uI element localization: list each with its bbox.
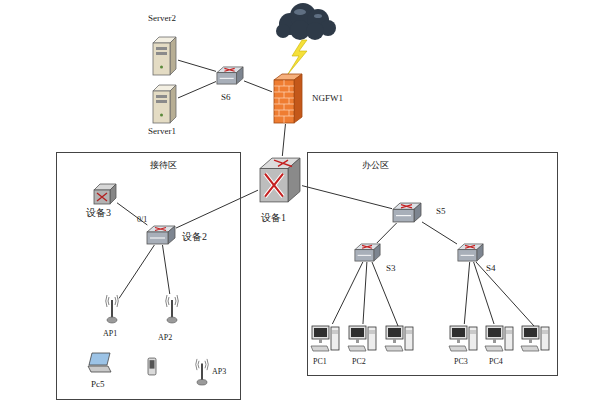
device-icon [216, 66, 244, 85]
pc-icon [521, 326, 549, 351]
device-icon [272, 72, 304, 124]
device-node: S3 [354, 243, 381, 262]
device-label: S6 [221, 93, 231, 102]
device-icon-use [260, 158, 300, 202]
network-link [244, 81, 272, 92]
pc-icon [385, 326, 413, 351]
network-link [178, 60, 216, 71]
device-label: S5 [436, 207, 446, 216]
network-link [377, 223, 397, 243]
device-icon-use [274, 74, 302, 123]
device-label: Pc5 [91, 380, 105, 389]
device-icon [150, 84, 178, 124]
device-icon-use [153, 37, 176, 75]
device-icon [150, 36, 178, 76]
device-icon [354, 243, 381, 262]
device-icon [105, 294, 119, 324]
zone-box: 办公区S5S3S4PC1PC2PC3PC4 [307, 152, 558, 376]
network-link [176, 190, 258, 228]
device-icon [86, 352, 112, 374]
device-node: S6 [216, 66, 244, 85]
device-label: NGFW1 [312, 94, 343, 103]
device-icon-use [449, 326, 477, 351]
lightning-bolt [288, 40, 307, 74]
device-icon-use [153, 85, 176, 123]
zone-title: 接待区 [150, 161, 177, 170]
device-node: S5 [392, 202, 422, 223]
device-icon-use [94, 184, 116, 204]
device-icon-use [355, 244, 380, 261]
network-link [119, 245, 154, 298]
device-icon-use [147, 226, 175, 244]
pc-wire [476, 262, 534, 326]
device-label: PC2 [352, 358, 366, 366]
device-label: S4 [486, 264, 496, 273]
device-icon [448, 324, 478, 354]
internet-cloud [276, 3, 336, 40]
device-icon-use [311, 326, 339, 351]
device-label: 设备2 [182, 232, 207, 242]
device-node: AP1 [105, 294, 119, 324]
zone-title: 办公区 [362, 161, 389, 170]
network-link [363, 262, 367, 324]
device-label: AP1 [103, 330, 117, 338]
device-icon [484, 324, 514, 354]
device-node: 设备2 [146, 225, 176, 245]
device-node: AP2 [165, 294, 179, 324]
device-node: PC1 [310, 324, 340, 354]
device-icon [392, 202, 422, 223]
device-icon [457, 243, 484, 262]
zone-box: 接待区设备3设备2AP1AP2Pc5AP3 [56, 152, 241, 400]
device-icon-use [106, 295, 119, 323]
device-icon-use [485, 326, 513, 351]
device-icon-use [88, 353, 111, 372]
device-label: PC3 [454, 358, 468, 366]
device-icon-use [217, 67, 243, 84]
pc-wire [372, 262, 398, 326]
device-node: 设备1 [258, 156, 302, 204]
phone-icon [148, 358, 156, 375]
network-link [422, 222, 457, 244]
device-label: Server1 [148, 127, 176, 136]
network-link [117, 203, 147, 225]
device-label: AP3 [212, 368, 226, 376]
device-node: 设备3 [93, 183, 117, 205]
device-icon-use [196, 359, 209, 385]
device-label: S3 [386, 264, 396, 273]
device-icon [310, 324, 340, 354]
device-node: NGFW1 [272, 72, 304, 124]
device-node: PC3 [448, 324, 478, 354]
port-label: 0/1 [137, 216, 147, 224]
network-link [464, 262, 469, 324]
device-label: PC1 [313, 358, 327, 366]
device-node: AP3 [195, 358, 209, 386]
device-icon-use [458, 244, 483, 261]
device-node: Pc5 [86, 352, 112, 374]
device-label: PC4 [489, 358, 503, 366]
device-icon-use [166, 295, 179, 323]
device-label: AP2 [158, 334, 172, 342]
device-icon [146, 225, 176, 245]
network-link [302, 186, 392, 209]
network-link [282, 124, 285, 156]
device-node: Server2 [150, 36, 178, 76]
device-node: S4 [457, 243, 484, 262]
device-icon [165, 294, 179, 324]
device-icon [93, 183, 117, 205]
device-node: Server1 [150, 84, 178, 124]
network-link [332, 262, 362, 324]
device-icon-use [393, 203, 421, 222]
device-icon-use [348, 326, 376, 351]
device-label: Server2 [148, 14, 176, 23]
device-label: 设备3 [86, 208, 111, 218]
device-icon [195, 358, 209, 386]
device-icon [347, 324, 377, 354]
device-node: PC2 [347, 324, 377, 354]
network-link [178, 82, 216, 98]
device-icon [258, 156, 302, 204]
device-label: 设备1 [261, 213, 286, 223]
device-node: PC4 [484, 324, 514, 354]
network-link [162, 245, 169, 294]
